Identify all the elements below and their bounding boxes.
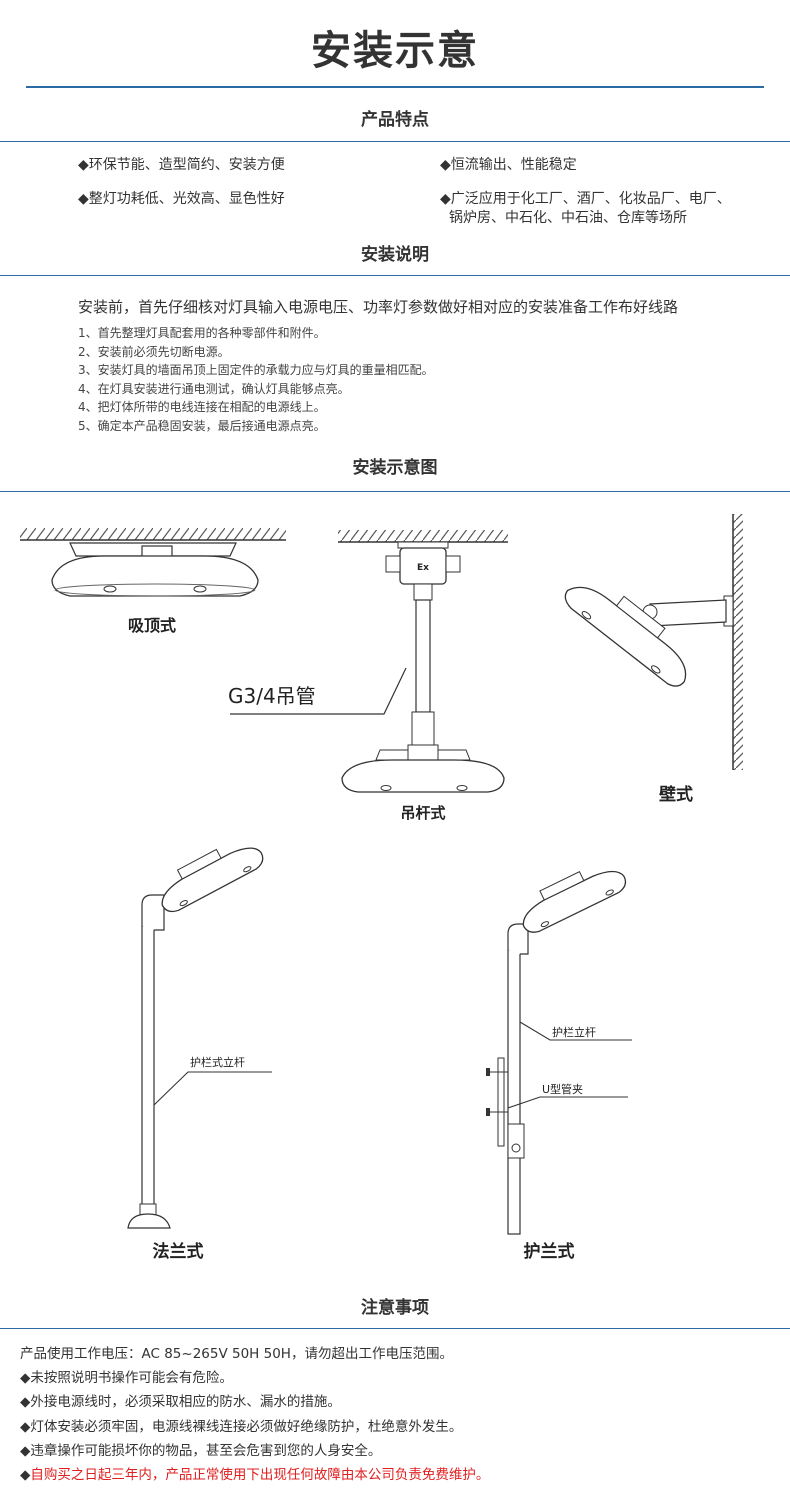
wall-mount-figure: 壁式 — [564, 514, 743, 805]
note-item: ◆未按照说明书操作可能会有危险。 — [20, 1370, 233, 1387]
note-item: 产品使用工作电压：AC 85~265V 50H 50H，请勿超出工作电压范围。 — [20, 1346, 453, 1362]
notes-list: 产品使用工作电压：AC 85~265V 50H 50H，请勿超出工作电压范围。 … — [20, 1342, 489, 1487]
ex-mark: Ex — [417, 563, 429, 573]
feature-item: ◆整灯功耗低、光效高、显色性好 — [78, 191, 285, 207]
install-divider — [0, 275, 790, 276]
pipe-label: G3/4吊管 — [228, 684, 316, 708]
feature-item: ◆恒流输出、性能稳定 — [440, 157, 577, 173]
ceiling-mount-label: 吸顶式 — [128, 616, 176, 635]
diagram-divider — [0, 491, 790, 492]
install-intro: 安装前，首先仔细核对灯具输入电源电压、功率灯参数做好相对应的安装准备工作布好线路 — [78, 298, 679, 316]
flange-mount-figure: 护栏式立杆 法兰式 — [127, 847, 272, 1262]
install-heading: 安装说明 — [361, 245, 429, 265]
warranty-text: 自购买之日起三年内，产品正常使用下出现任何故障由本公司负责免费维护。 — [30, 1467, 490, 1484]
pendant-mount-figure: Ex G3/4吊管 吊杆式 — [228, 530, 508, 822]
guardrail-pole2-label: 护栏立杆 — [552, 1025, 596, 1039]
flange-mount-label: 法兰式 — [153, 1241, 204, 1262]
note-item: ◆违章操作可能损坏你的物品，甚至会危害到您的人身安全。 — [20, 1442, 382, 1459]
feature-item: 锅炉房、中石化、中石油、仓库等场所 — [449, 210, 687, 226]
pendant-mount-label: 吊杆式 — [400, 804, 445, 822]
guardrail-mount-figure: 护栏立杆 U型管夹 护兰式 — [486, 870, 632, 1262]
ceiling-mount-figure: 吸顶式 — [20, 528, 286, 635]
warranty-note: ◆自购买之日起三年内，产品正常使用下出现任何故障由本公司负责免费维护。 — [20, 1463, 489, 1487]
notes-divider — [0, 1328, 790, 1329]
u-clamp-label: U型管夹 — [542, 1082, 583, 1096]
page-title: 安装示意 — [311, 28, 479, 74]
note-item: ◆外接电源线时，必须采取相应的防水、漏水的措施。 — [20, 1394, 341, 1411]
install-step: 4、把灯体所带的电线连接在相配的电源线上。 — [78, 400, 326, 415]
wall-mount-label: 壁式 — [659, 784, 693, 805]
diagram-heading: 安装示意图 — [352, 458, 438, 478]
install-step: 1、首先整理灯具配套用的各种零部件和附件。 — [78, 326, 326, 340]
title-divider — [26, 86, 764, 88]
install-step: 4、在灯具安装进行通电测试，确认灯具能够点亮。 — [78, 381, 350, 396]
feature-item: ◆广泛应用于化工厂、酒厂、化妆品厂、电厂、 — [440, 191, 731, 207]
notes-heading: 注意事项 — [361, 1298, 429, 1318]
install-step: 2、安装前必须先切断电源。 — [78, 344, 230, 359]
feature-item: ◆环保节能、造型简约、安装方便 — [78, 157, 285, 173]
note-item: ◆灯体安装必须牢固，电源线裸线连接必须做好绝缘防护，杜绝意外发生。 — [20, 1418, 463, 1435]
features-divider — [0, 141, 790, 142]
guardrail-pole-label: 护栏式立杆 — [190, 1055, 245, 1069]
features-heading: 产品特点 — [361, 110, 429, 130]
install-step: 3、安装灯具的墙面吊顶上固定件的承载力应与灯具的重量相匹配。 — [78, 363, 434, 378]
installation-diagram: 吸顶式 Ex G3/4吊管 吊杆式 壁式 — [20, 514, 743, 1262]
install-step: 5、确定本产品稳固安装，最后接通电源点亮。 — [78, 418, 326, 433]
guardrail-mount-label: 护兰式 — [524, 1241, 575, 1262]
install-steps: 1、首先整理灯具配套用的各种零部件和附件。 2、安装前必须先切断电源。 3、安装… — [78, 324, 434, 436]
warranty-bullet: ◆ — [20, 1467, 31, 1484]
